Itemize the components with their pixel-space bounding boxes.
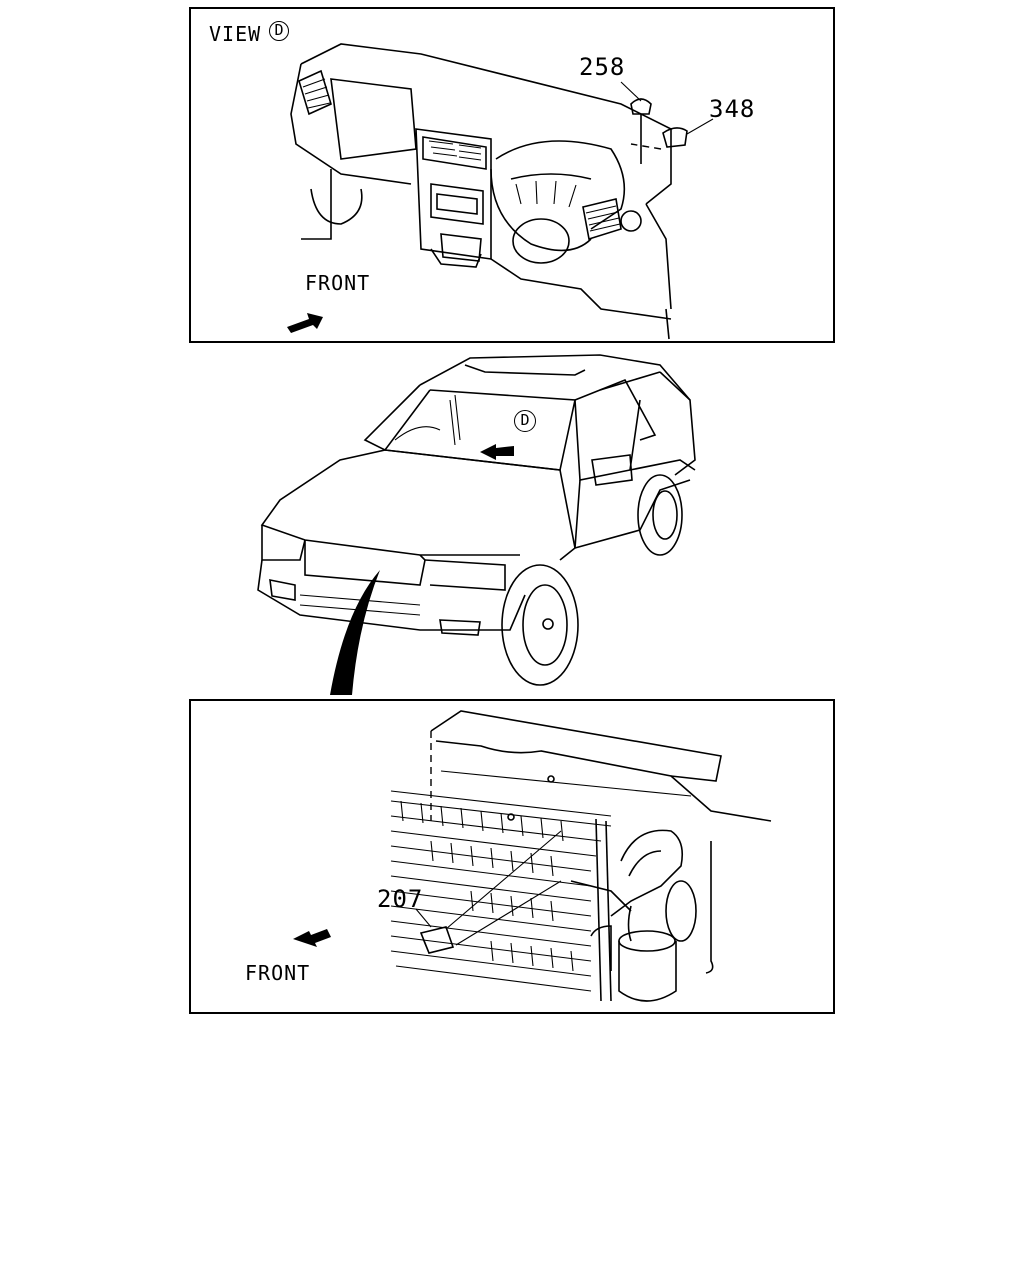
dashboard-view-panel: VIEW D 258 348 FRONT	[189, 7, 835, 343]
view-label: VIEW	[209, 22, 262, 46]
front-arrow-icon	[293, 929, 331, 947]
dashboard-illustration	[290, 43, 714, 340]
view-marker-circle: D	[269, 21, 289, 41]
callout-348: 348	[709, 95, 756, 123]
view-direction-arrow-icon	[480, 444, 514, 460]
fastener-258-part	[630, 98, 652, 115]
front-label-top: FRONT	[305, 271, 371, 295]
sweep-arrow-icon	[330, 570, 380, 695]
condenser-illustration	[390, 710, 772, 1002]
condenser-view-panel: 207 FRONT	[189, 699, 835, 1014]
fastener-348-part	[662, 127, 688, 148]
condenser-core-grid	[390, 790, 612, 992]
front-label-bottom: FRONT	[245, 961, 311, 985]
callout-258: 258	[579, 53, 626, 81]
front-arrow-icon	[287, 313, 323, 333]
callout-207: 207	[377, 885, 424, 913]
view-marker-vehicle: D	[514, 410, 536, 432]
